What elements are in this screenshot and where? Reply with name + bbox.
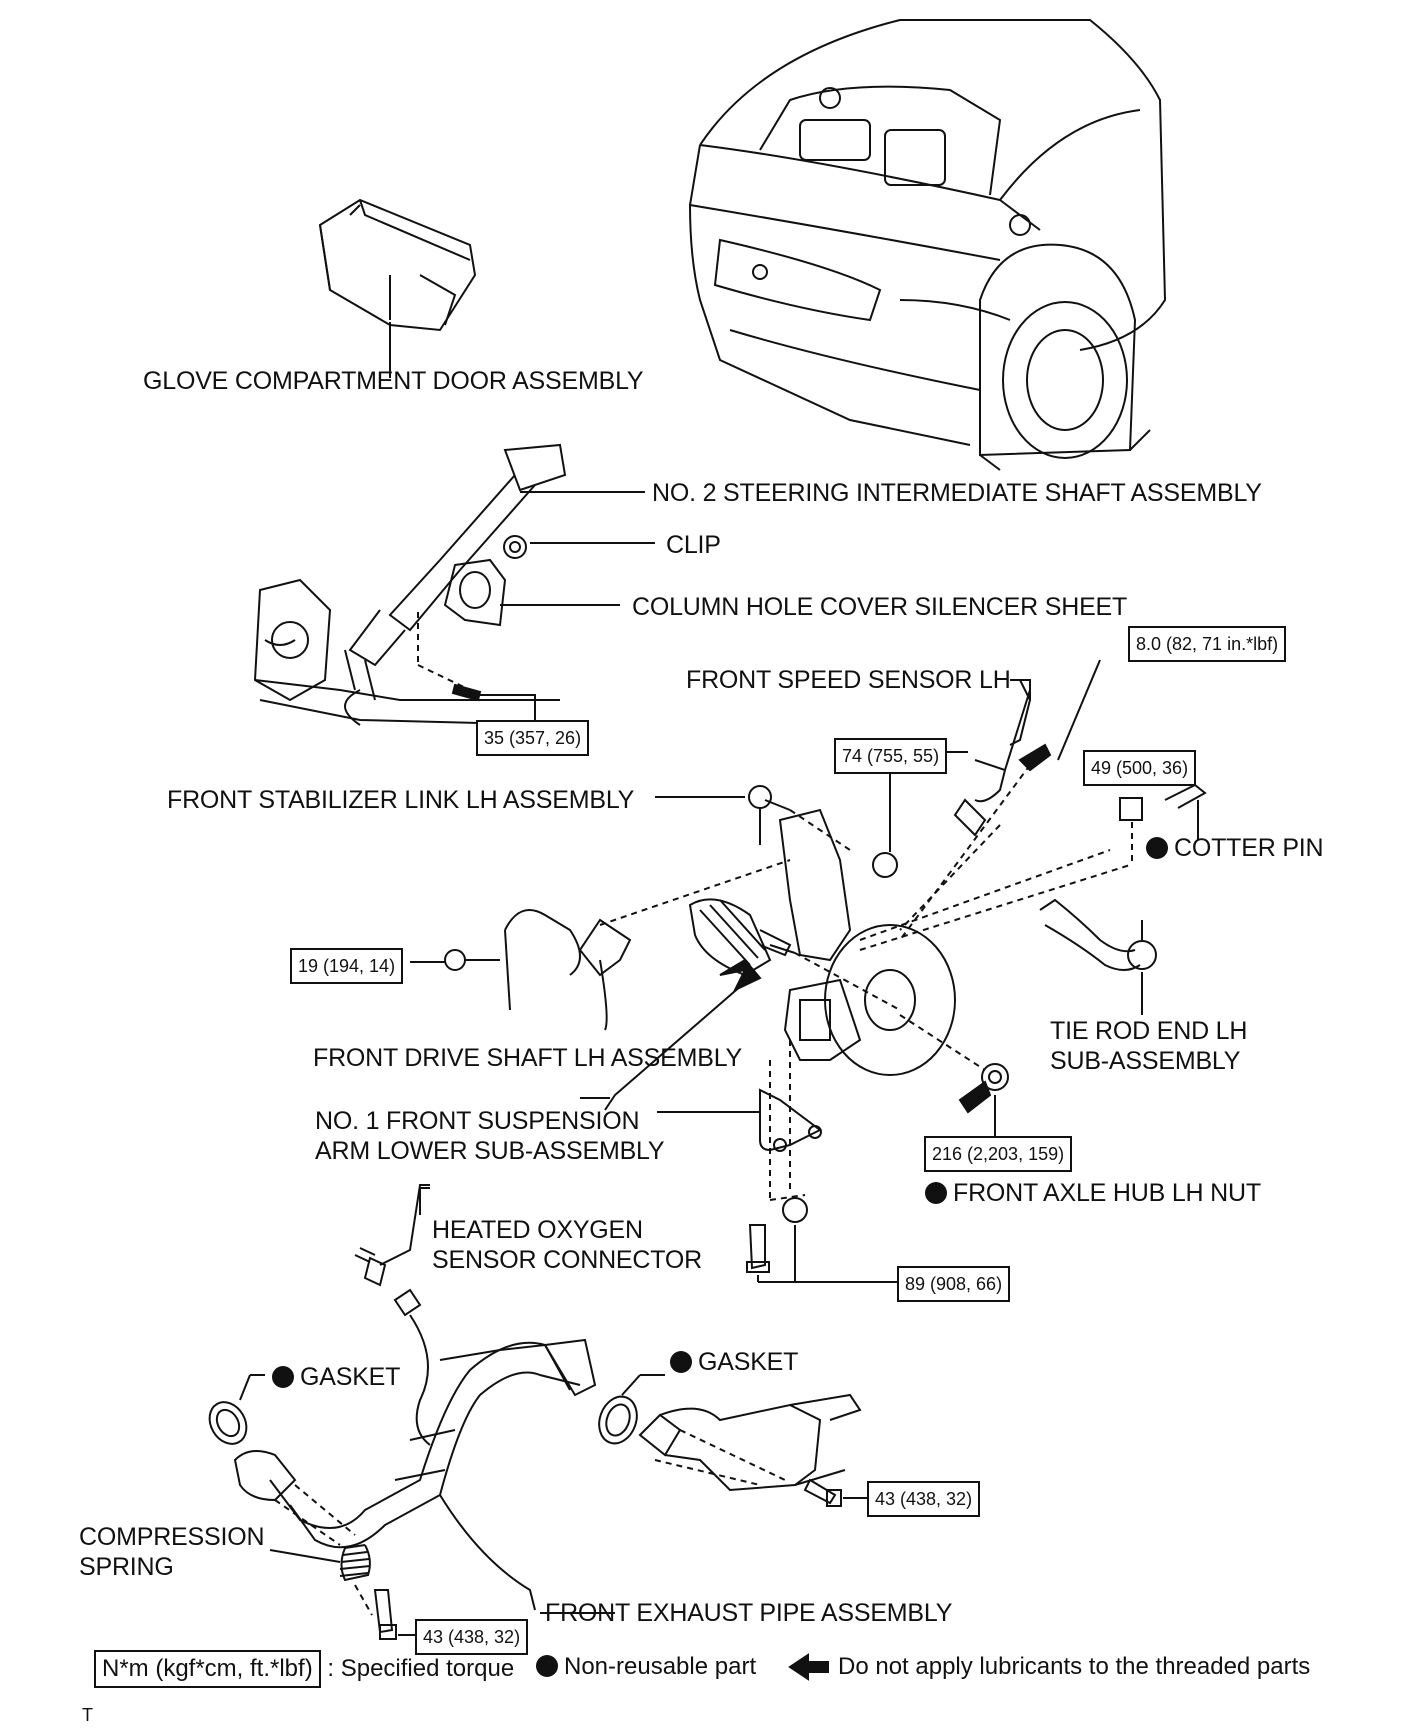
non-reusable-dot-icon (670, 1351, 692, 1373)
label-stabilizer-link: FRONT STABILIZER LINK LH ASSEMBLY (167, 786, 635, 814)
label-cotter-pin: COTTER PIN (1146, 833, 1324, 863)
legend-unit-box: N*m (kgf*cm, ft.*lbf) (94, 1650, 321, 1688)
label-gasket-left: GASKET (272, 1362, 400, 1392)
legend-specified-torque: : Specified torque (327, 1655, 515, 1682)
speed-sensor-illustration (899, 659, 1101, 941)
oxygen-sensor-connector-illustration (354, 1184, 431, 1446)
legend: N*m (kgf*cm, ft.*lbf) : Specified torque (94, 1650, 514, 1688)
steering-knuckle-illustration (778, 808, 1131, 1076)
label-exhaust-pipe: FRONT EXHAUST PIPE ASSEMBLY (545, 1599, 953, 1627)
steering-shaft-illustration (253, 443, 645, 755)
silencer-sheet-illustration (443, 558, 620, 627)
axle-hub-nut-illustration (899, 1014, 1009, 1138)
gasket-right-illustration (598, 1374, 665, 1445)
cotter-pin-text: COTTER PIN (1174, 834, 1324, 862)
label-suspension-arm-line1: NO. 1 FRONT SUSPENSION (315, 1107, 640, 1135)
torque-spring-bolt: 43 (438, 32) (415, 1619, 529, 1655)
torque-shaft-bolt: 35 (357, 26) (476, 720, 590, 756)
legend-no-lubricant: Do not apply lubricants to the threaded … (838, 1653, 1311, 1680)
label-oxygen-sensor-line2: SENSOR CONNECTOR (432, 1246, 702, 1274)
label-glove-compartment: GLOVE COMPARTMENT DOOR ASSEMBLY (143, 367, 644, 395)
label-oxygen-sensor-line1: HEATED OXYGEN (432, 1216, 643, 1244)
label-axle-hub-nut: FRONT AXLE HUB LH NUT (925, 1178, 1261, 1208)
gasket-left-illustration (208, 1374, 265, 1445)
label-tie-rod-line1: TIE ROD END LH (1050, 1017, 1248, 1045)
non-reusable-dot-icon (925, 1182, 947, 1204)
gasket-left-text: GASKET (300, 1363, 401, 1391)
compression-spring-illustration (269, 1544, 415, 1640)
label-tie-rod-line2: SUB-ASSEMBLY (1050, 1047, 1241, 1075)
tie-rod-end-illustration (1039, 898, 1157, 1015)
torque-stabilizer-nut: 74 (755, 55) (834, 738, 948, 774)
legend-non-reusable: Non-reusable part (536, 1652, 756, 1682)
suspension-arm-illustration (657, 1040, 822, 1201)
label-drive-shaft: FRONT DRIVE SHAFT LH ASSEMBLY (313, 1044, 743, 1072)
axle-hub-nut-text: FRONT AXLE HUB LH NUT (953, 1179, 1261, 1207)
label-gasket-right: GASKET (670, 1347, 798, 1377)
gasket-right-text: GASKET (698, 1348, 799, 1376)
legend-non-reusable-text: Non-reusable part (564, 1653, 757, 1680)
label-column-hole-cover: COLUMN HOLE COVER SILENCER SHEET (632, 593, 1128, 621)
clip-illustration (503, 535, 655, 559)
label-front-speed-sensor: FRONT SPEED SENSOR LH (686, 666, 1011, 694)
arm-bolts-illustration (746, 1197, 898, 1283)
torque-arm-bolts: 89 (908, 66) (897, 1266, 1011, 1302)
sensor-bracket-illustration (410, 859, 791, 1031)
label-compression-spring-line2: SPRING (79, 1553, 174, 1581)
torque-tie-rod-nut: 49 (500, 36) (1083, 750, 1197, 786)
no-lubricant-arrow-icon (788, 1653, 829, 1681)
glove-compartment-illustration (318, 198, 477, 378)
non-reusable-dot-icon (1146, 837, 1168, 859)
torque-sensor-bracket-bolt: 19 (194, 14) (290, 948, 404, 984)
catalytic-converter-illustration (638, 1393, 868, 1507)
torque-axle-hub-nut: 216 (2,203, 159) (924, 1136, 1073, 1172)
non-reusable-dot-icon (536, 1655, 558, 1677)
drive-shaft-illustration (580, 898, 901, 1111)
label-compression-spring-line1: COMPRESSION (79, 1523, 265, 1551)
tie-rod-nut-illustration (1119, 783, 1207, 865)
label-clip: CLIP (666, 531, 721, 559)
torque-catalytic-bolt: 43 (438, 32) (867, 1481, 981, 1517)
non-reusable-dot-icon (272, 1366, 294, 1388)
vehicle-front-illustration (688, 19, 1167, 471)
exhaust-pipe-illustration (233, 1338, 615, 1614)
footer-code: T (82, 1705, 93, 1725)
stabilizer-link-illustration (655, 785, 851, 851)
label-steering-shaft: NO. 2 STEERING INTERMEDIATE SHAFT ASSEMB… (652, 479, 1262, 507)
label-suspension-arm-line2: ARM LOWER SUB-ASSEMBLY (315, 1137, 665, 1165)
torque-speed-sensor-bolt: 8.0 (82, 71 in.*lbf) (1128, 626, 1287, 662)
